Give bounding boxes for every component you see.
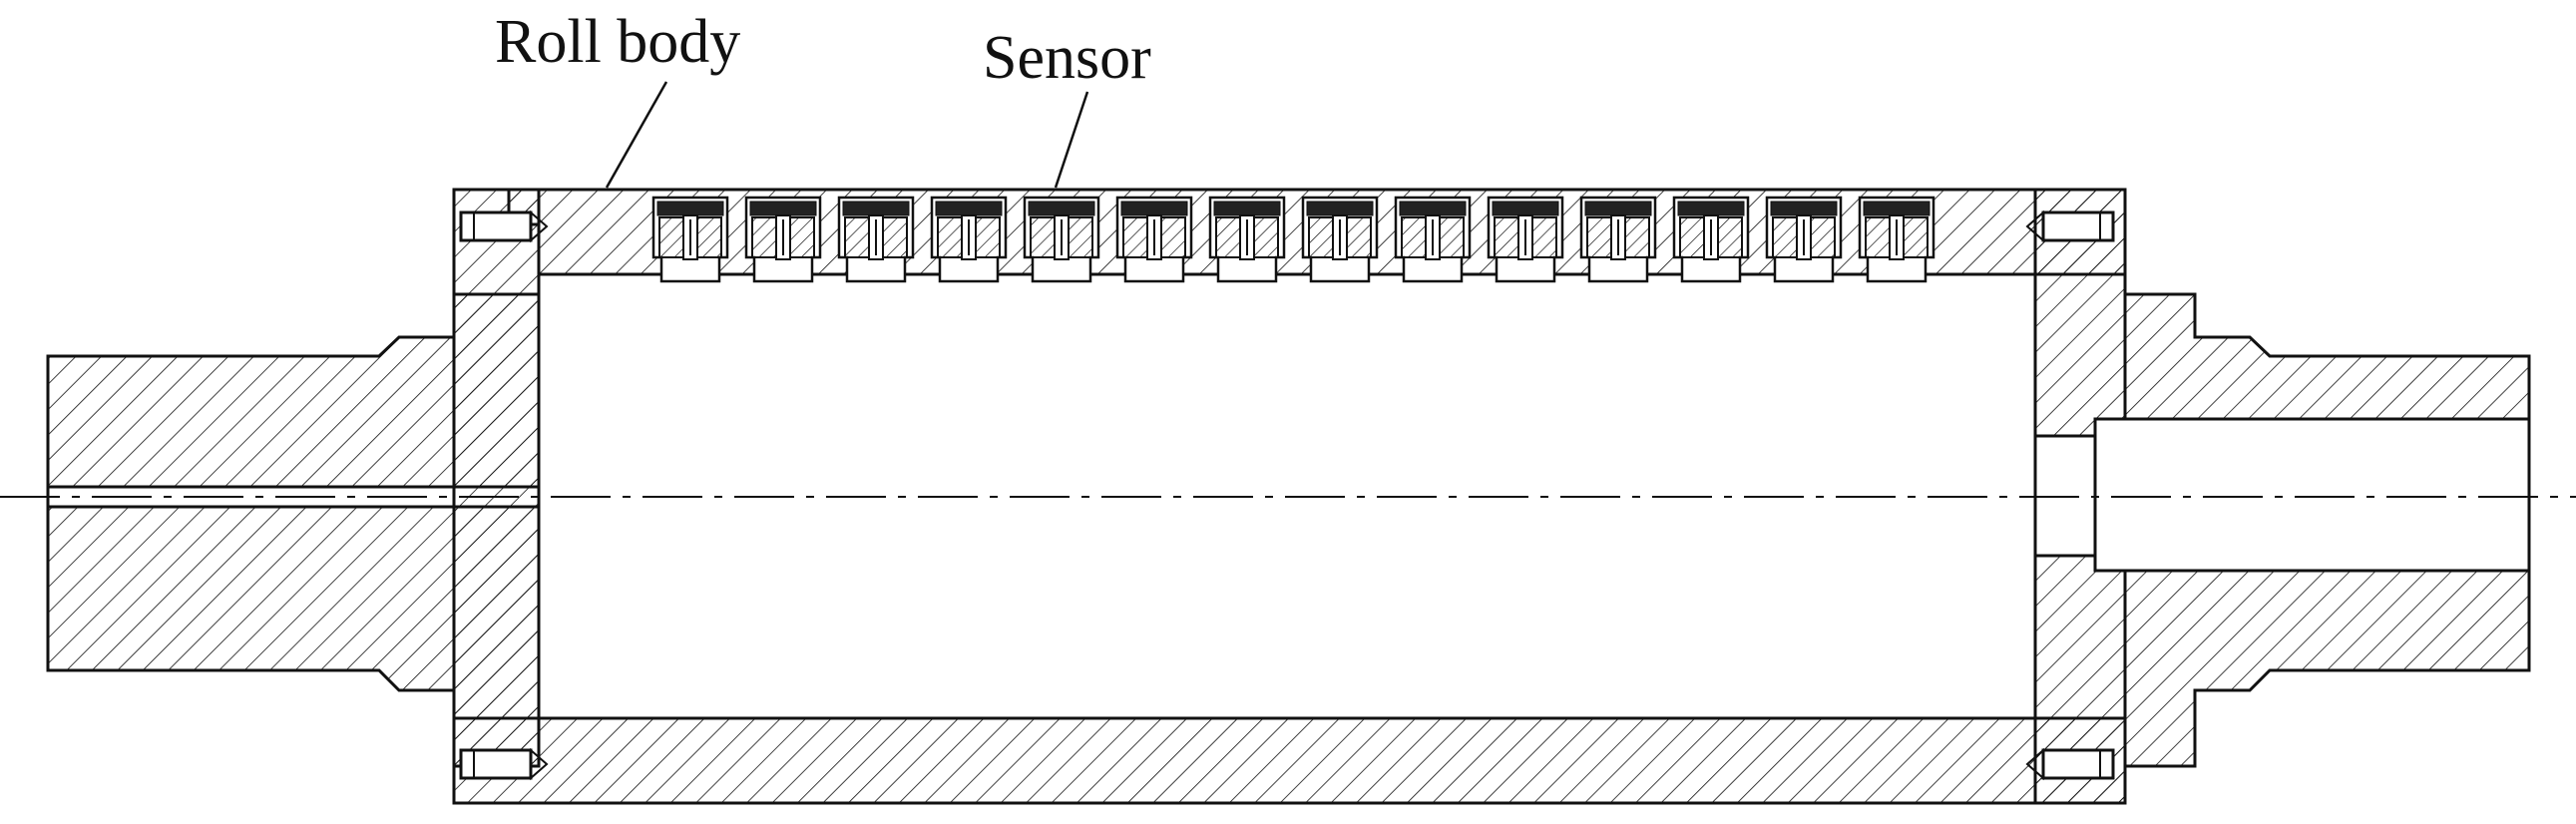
sensor-module — [1301, 196, 1379, 283]
bolt-top-right — [2025, 209, 2115, 243]
sensor-module — [1858, 196, 1935, 283]
sensor-array — [651, 196, 1935, 283]
sensor-module — [1208, 196, 1286, 283]
sensor-module — [1394, 196, 1472, 283]
bolt-bottom-left — [459, 747, 549, 781]
sensor-leader-line — [1054, 91, 1089, 189]
roll-body-bottom — [452, 716, 2127, 805]
sensor-module — [1579, 196, 1657, 283]
sensor-module — [1765, 196, 1843, 283]
sensor-module — [930, 196, 1008, 283]
bolt-bottom-right — [2025, 747, 2115, 781]
sensor-module — [1487, 196, 1564, 283]
sensor-module — [1023, 196, 1100, 283]
roll-body-leader-line — [605, 81, 668, 189]
sensor-module — [837, 196, 915, 283]
bolt-top-left — [459, 209, 549, 243]
sensor-module — [744, 196, 822, 283]
roll-body-label: Roll body — [495, 8, 740, 76]
sensor-module — [1115, 196, 1193, 283]
sensor-label: Sensor — [983, 24, 1151, 92]
sensor-module — [1672, 196, 1750, 283]
sensor-module — [651, 196, 729, 283]
left-end-cap — [452, 188, 541, 720]
right-shaft-bore-large — [2093, 417, 2531, 573]
